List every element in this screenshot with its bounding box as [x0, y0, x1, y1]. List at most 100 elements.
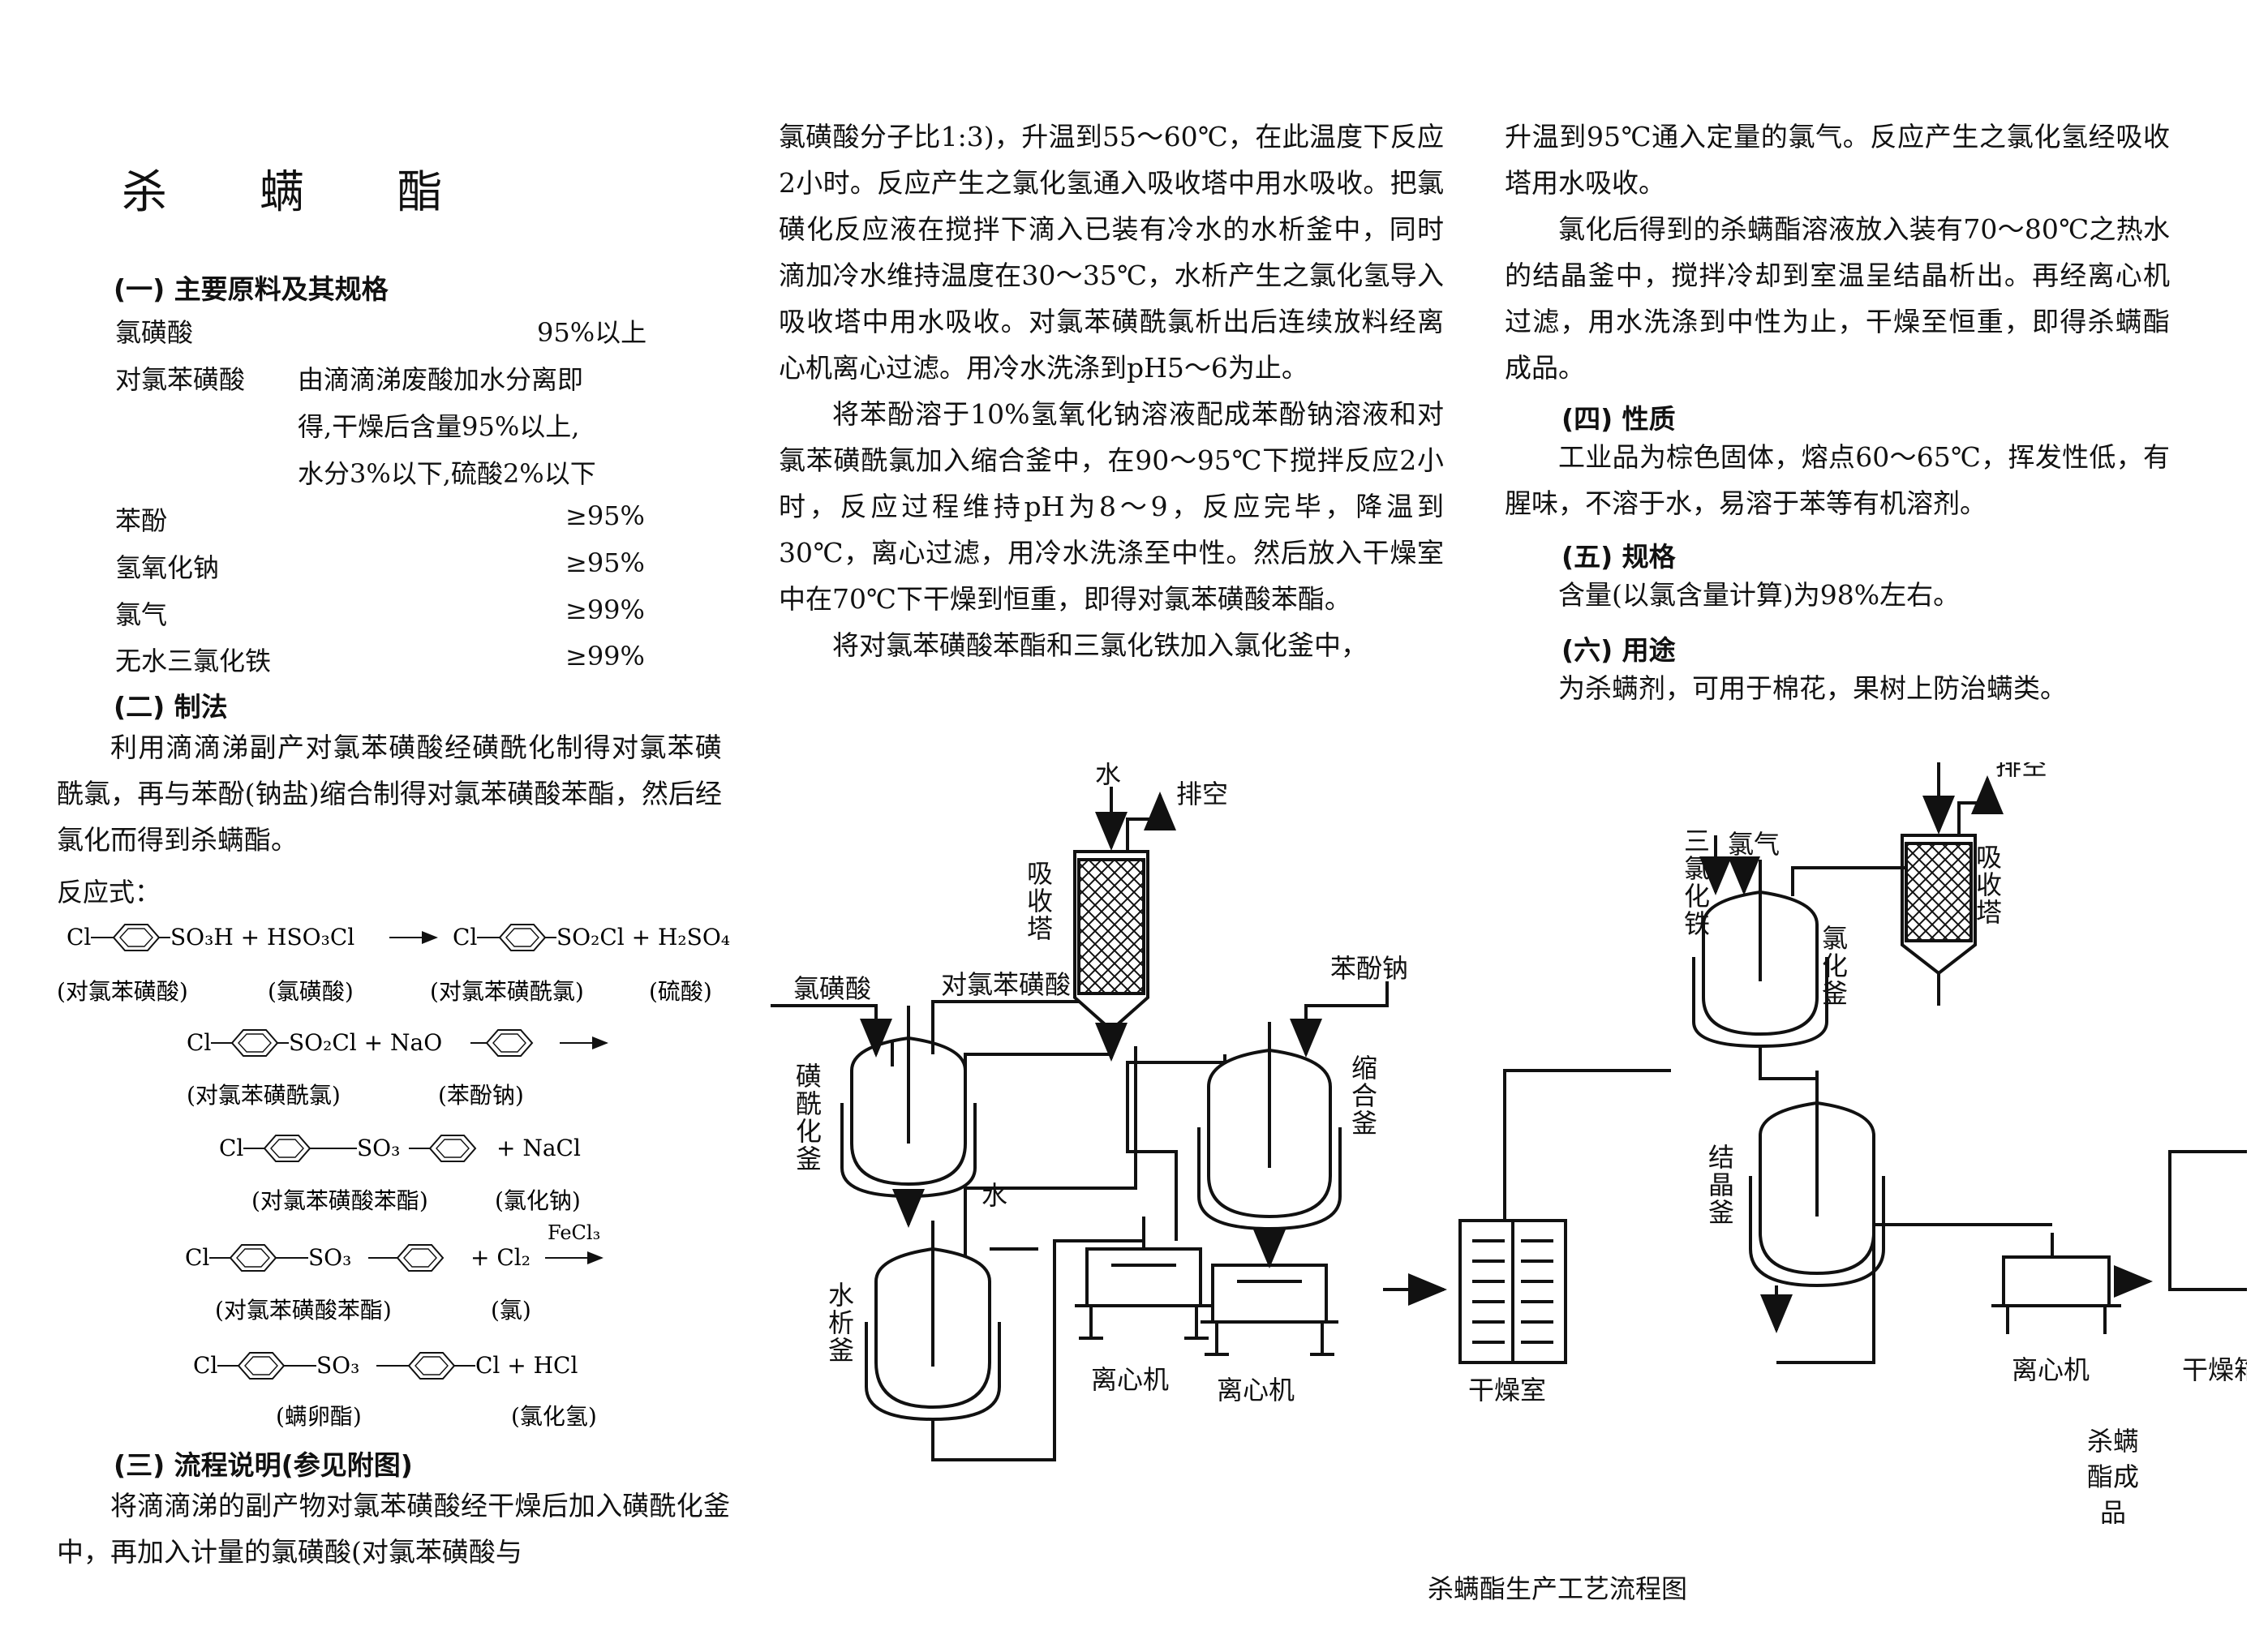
spec-paragraph: 含量(以氯含量计算)为98%左右。	[1558, 579, 1961, 611]
pcbsa-label: 对氯苯磺酸	[941, 969, 1071, 1000]
r4-label-1: (对氯苯磺酸苯酯)	[215, 1297, 392, 1324]
r4-cl: Cl	[185, 1244, 209, 1271]
material-spec: ≥99%	[565, 641, 645, 672]
material-spec: 水分3%以下,硫酸2%以下	[298, 458, 596, 489]
material-spec: 95%以上	[537, 317, 647, 348]
reaction-scheme: Cl SO₃H + HSO₃Cl Cl SO₂Cl + H₂SO₄ (对氯苯磺酸…	[57, 924, 730, 1427]
absorber-tower-1	[1073, 787, 1176, 1062]
centrifuge-2	[1201, 1264, 1447, 1356]
vent-label-1: 排空	[1176, 779, 1228, 809]
material-name: 无水三氯化铁	[115, 646, 272, 676]
r3-byproduct: + NaCl	[496, 1135, 581, 1161]
r3-cl: Cl	[219, 1135, 243, 1161]
crystallizer-label: 结晶釜	[1704, 1144, 1735, 1226]
r3-label-1: (对氯苯磺酸苯酯)	[251, 1187, 428, 1214]
absorber-label-1: 吸收塔	[1023, 860, 1054, 942]
condensation-reactor	[1126, 981, 1389, 1268]
centrifuge-3-label: 离心机	[2012, 1354, 2090, 1385]
centrifuge-1	[1075, 1217, 1213, 1340]
water-label-2: 水	[982, 1180, 1007, 1211]
hydrolysis-reactor-label: 水析釜	[824, 1281, 855, 1364]
centrifuge-3	[1906, 1223, 2153, 1334]
water-label-1: 水	[1095, 762, 1121, 789]
reaction-label: 反应式：	[57, 877, 161, 908]
condensation-reactor-label: 缩合釜	[1347, 1054, 1378, 1137]
usage-paragraph: 为杀螨剂，可用于棉花，果树上防治螨类。	[1558, 672, 2067, 704]
r5-products: Cl + HCl	[475, 1352, 578, 1379]
process-paragraph-1: 氯磺酸分子比1:3)，升温到55～60℃，在此温度下反应2小时。反应产生之氯化氢…	[779, 121, 1444, 384]
section-properties-heading: (四) 性质	[1561, 403, 1676, 435]
sodium-phenoxide-label: 苯酚钠	[1330, 953, 1408, 984]
r1-label-4: (硫酸)	[649, 978, 712, 1005]
material-name: 氯气	[115, 599, 168, 630]
process-paragraph-3: 将对氯苯磺酸苯酯和三氯化铁加入氯化釜中，	[832, 629, 1368, 661]
r1-label-3: (对氯苯磺酰氯)	[430, 978, 584, 1005]
process-paragraph-2: 将苯酚溶于10%氢氧化钠溶液配成苯酚钠溶液和对氯苯磺酰氯加入缩合釜中，在90～9…	[779, 398, 1444, 615]
vent-label-2: 排空	[1995, 762, 2047, 781]
crystallizer	[1749, 1071, 1906, 1364]
material-name: 氢氧化钠	[115, 552, 220, 583]
process-flow-diagram: 水 排空 吸收塔 氯磺酸 对氯苯磺酸 磺酰化釜 水 水析釜 离心机 苯酚钠 缩合…	[771, 762, 2247, 1604]
process-paragraph-5: 氯化后得到的杀螨酯溶液放入装有70～80℃之热水的结晶釜中，搅拌冷却到室温呈结晶…	[1505, 213, 2170, 384]
r2-cl: Cl	[187, 1029, 211, 1056]
hydrolysis-reactor	[865, 1046, 1144, 1461]
material-spec: ≥99%	[565, 594, 645, 625]
r1-cl: Cl	[67, 924, 91, 951]
centrifuge-1-label: 离心机	[1091, 1364, 1169, 1395]
material-name: 氯磺酸	[115, 317, 194, 348]
section-materials-heading: (一) 主要原料及其规格	[114, 273, 389, 305]
sulfonyl-reactor-label: 磺酰化釜	[792, 1062, 823, 1173]
process-paragraph-col1: 将滴滴涕的副产物对氯苯磺酸经干燥后加入磺酰化釜中，再加入计量的氯磺酸(对氯苯磺酸…	[57, 1490, 730, 1568]
r2-label-2: (苯酚钠)	[438, 1082, 524, 1109]
r1-label-1: (对氯苯磺酸)	[57, 978, 188, 1005]
r2-label-1: (对氯苯磺酰氯)	[187, 1082, 341, 1109]
chlorine-label: 氯气	[1728, 829, 1780, 860]
r4-chlorine: + Cl₂	[470, 1244, 530, 1271]
material-spec: 得,干燥后含量95%以上,	[298, 411, 580, 442]
section-usage-heading: (六) 用途	[1561, 634, 1676, 666]
material-spec: ≥95%	[565, 547, 645, 578]
r3-label-2: (氯化钠)	[495, 1187, 581, 1214]
section-spec-heading: (五) 规格	[1561, 541, 1676, 573]
process-paragraph-4: 升温到95℃通入定量的氯气。反应产生之氯化氢经吸收塔用水吸收。	[1505, 121, 2170, 199]
centrifuge-2-label: 离心机	[1217, 1375, 1295, 1405]
r1-products: SO₂Cl + H₂SO₄	[556, 924, 730, 951]
r2-reactants: SO₂Cl + NaO	[289, 1029, 442, 1056]
properties-paragraph: 工业品为棕色固体，熔点60～65℃，挥发性低，有腥味，不溶于水，易溶于苯等有机溶…	[1505, 441, 2170, 519]
r3-so3: SO₃	[357, 1135, 400, 1161]
dryer-room	[1458, 1069, 1671, 1364]
r1-reactants: SO₃H + HSO₃Cl	[170, 924, 354, 951]
column-3-text: 升温到95℃通入定量的氯气。反应产生之氯化氢经吸收塔用水吸收。 氯化后得到的杀螨…	[1505, 114, 2170, 391]
chlorination-reactor	[1692, 835, 1906, 1103]
r5-cl: Cl	[193, 1352, 217, 1379]
chlorination-reactor-label: 氯化釜	[1818, 925, 1849, 1007]
method-paragraph: 利用滴滴涕副产对氯苯磺酸经磺酰化制得对氯苯磺酰氯，再与苯酚(钠盐)缩合制得对氯苯…	[57, 732, 722, 856]
column-2-text: 氯磺酸分子比1:3)，升温到55～60℃，在此温度下反应2小时。反应产生之氯化氢…	[779, 114, 1444, 668]
material-spec: 由滴滴涕废酸加水分离即	[298, 364, 584, 395]
sulfonyl-reactor	[771, 1000, 1113, 1228]
chlorosulfonic-label: 氯磺酸	[793, 973, 871, 1004]
dryer-box	[2168, 1150, 2247, 1291]
r1-label-2: (氯磺酸)	[268, 978, 354, 1005]
r1-cl2: Cl	[453, 924, 477, 951]
diagram-caption: 杀螨酯生产工艺流程图	[1428, 1573, 1687, 1604]
absorber-tower-2	[1901, 762, 2004, 1006]
r5-label-1: (螨卵酯)	[276, 1403, 362, 1427]
r5-label-2: (氯化氢)	[511, 1403, 597, 1427]
material-spec: ≥95%	[565, 500, 645, 531]
product-label: 杀螨酯成品	[2086, 1426, 2139, 1528]
r4-so3: SO₃	[308, 1244, 351, 1271]
section-process-heading: (三) 流程说明(参见附图)	[114, 1449, 413, 1481]
r5-so3: SO₃	[316, 1352, 359, 1379]
r4-label-2: (氯)	[491, 1297, 531, 1324]
absorber-label-2: 吸收塔	[1972, 843, 2003, 926]
dryer-room-label: 干燥室	[1468, 1375, 1546, 1405]
dryer-box-label: 干燥箱	[2182, 1354, 2247, 1385]
water-label-3: 水	[1914, 762, 1940, 765]
section-method-heading: (二) 制法	[114, 691, 228, 723]
page-title: 杀 螨 酯	[122, 166, 482, 219]
material-name: 苯酚	[115, 505, 168, 536]
material-name: 对氯苯磺酸	[115, 364, 246, 395]
fecl3-label: 三氯化铁	[1680, 827, 1711, 938]
